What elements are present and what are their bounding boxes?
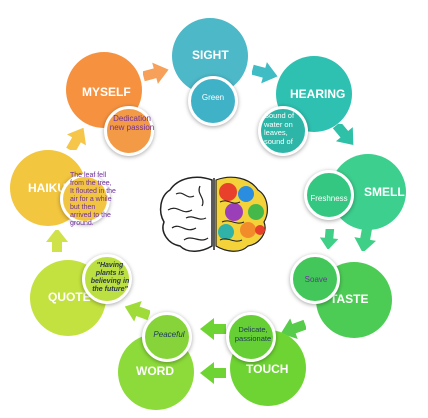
quote-note: "Having plants is believing in the futur… (90, 262, 130, 294)
arrow-smell-to-taste (354, 229, 377, 251)
arrow-word-to-quote (124, 301, 150, 322)
touch-note-circle (226, 312, 276, 362)
word-note-circle (142, 312, 192, 362)
brain-illustration (159, 176, 268, 252)
arrow-touch-to-word-2 (200, 362, 226, 384)
sight-note: Green (201, 93, 225, 102)
hearing-note: Sound of water on leaves, sound of (264, 111, 295, 146)
sight-label: SIGHT (192, 48, 229, 62)
word-label: WORD (136, 364, 174, 378)
smell-label: SMELL (364, 185, 405, 199)
arrow-sight-to-hearing (252, 62, 278, 84)
haiku-note-circle (60, 174, 110, 224)
sight-note-circle (188, 76, 238, 126)
word-note: Peaceful (153, 330, 185, 339)
arrow-myself-to-sight (143, 62, 169, 84)
taste-note: Soave (304, 275, 328, 284)
taste-label: TASTE (330, 292, 369, 306)
smell-note: Freshness (310, 194, 348, 203)
myself-label: MYSELF (82, 85, 131, 99)
haiku-note: The leaf fell from the tree, It flouted … (70, 172, 116, 228)
quote-label: QUOTE (48, 290, 91, 304)
quote-note-circle (82, 254, 132, 304)
taste-note-circle (290, 254, 340, 304)
arrow-taste-to-touch (280, 318, 306, 339)
haiku-label: HAIKU (28, 181, 66, 195)
myself-note: Dedication new passion (109, 114, 155, 133)
smell-note-circle (304, 170, 354, 220)
touch-note: Delicate, passionate (234, 325, 272, 343)
arrow-quote-to-haiku (46, 230, 68, 252)
myself-note-circle (104, 106, 154, 156)
arrow-touch-to-word (200, 318, 226, 340)
arrow-hearing-to-smell (332, 124, 354, 145)
arrow-haiku-to-myself (66, 128, 87, 150)
arrow-smell-to-taste-2 (319, 229, 339, 249)
hearing-note-circle (258, 106, 308, 156)
hearing-label: HEARING (290, 87, 346, 101)
touch-label: TOUCH (246, 362, 289, 376)
